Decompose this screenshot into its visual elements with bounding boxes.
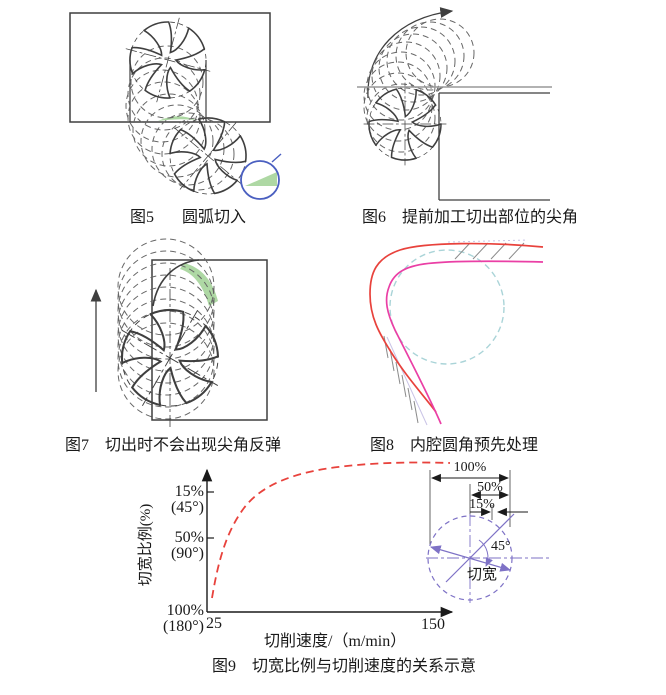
fig6-corner-outline — [438, 92, 550, 201]
fig5-drawing — [69, 0, 282, 222]
y-tick-50: 50% — [174, 529, 204, 546]
fig5-engagement-badge — [240, 153, 282, 200]
fig8-final-contour-path — [385, 260, 544, 425]
y-tick-180deg: (180°) — [162, 618, 204, 635]
y-tick-15: 15% — [174, 483, 204, 500]
y-tick-100: 100% — [166, 602, 204, 619]
fig8-corner-circle — [389, 249, 505, 365]
fig7-caption-number: 图7 — [65, 437, 90, 454]
y-tick-45deg: (45°) — [170, 499, 204, 516]
rotation-arrow-icon — [367, 7, 454, 99]
angle-arc-icon — [478, 539, 493, 567]
fig8-caption-number: 图8 — [370, 437, 395, 454]
fig7-drawing — [83, 238, 268, 439]
fig7-caption: 图7 切出时不会出现尖角反弹 — [65, 437, 282, 455]
inset-cut-width-label: 切宽 — [467, 567, 498, 583]
fig5-caption: 图5 圆弧切入 — [130, 209, 247, 227]
fig9-caption-number: 图9 — [212, 658, 237, 675]
fig5-workpiece-rect — [69, 12, 271, 123]
fig5-cutter-top — [106, 0, 226, 118]
fig8-pre-cut-path — [369, 242, 544, 413]
fig5-caption-title: 圆弧切入 — [182, 209, 247, 226]
fig6-caption-title: 提前加工切出部位的尖角 — [402, 209, 579, 226]
fig9-caption: 图9 切宽比例与切削速度的关系示意 — [212, 658, 477, 676]
fig5-cutter-bottom — [138, 83, 277, 222]
ratio-vs-speed-curve — [211, 461, 451, 599]
fig9-chart — [201, 461, 552, 618]
fig8-caption: 图8 内腔圆角预先处理 — [370, 437, 539, 455]
fig6-tool-path-trail — [363, 18, 475, 153]
y-tick-90deg: (90°) — [170, 545, 204, 562]
inset-dim-100-label: 100% — [453, 460, 487, 475]
fig6-caption: 图6 提前加工切出部位的尖角 — [362, 209, 579, 227]
inset-dim-15-label: 15% — [469, 497, 495, 512]
x-tick-25: 25 — [206, 615, 222, 632]
inset-angle-label: 45° — [491, 539, 511, 554]
x-axis-label: 切削速度/（m/min） — [264, 633, 407, 650]
fig9-inset — [426, 470, 552, 603]
fig7-tool-path-trail — [117, 238, 215, 420]
fig8-drawing — [369, 239, 544, 426]
engagement-circle-icon — [240, 160, 280, 200]
x-tick-150: 150 — [421, 616, 445, 633]
fig9-caption-title: 切宽比例与切削速度的关系示意 — [252, 658, 477, 675]
fig5-chip-area — [158, 116, 196, 121]
fig7-cutter — [83, 269, 253, 439]
fig7-caption-title: 切出时不会出现尖角反弹 — [105, 437, 282, 454]
fig7-chip-area — [180, 263, 218, 306]
cut-width-arrow — [429, 545, 512, 572]
fig6-drawing — [356, 7, 552, 201]
fig5-caption-number: 图5 — [130, 209, 155, 226]
inset-dim-50-label: 50% — [477, 480, 503, 495]
fig8-caption-title: 内腔圆角预先处理 — [410, 437, 539, 454]
fig6-caption-number: 图6 — [362, 209, 387, 226]
